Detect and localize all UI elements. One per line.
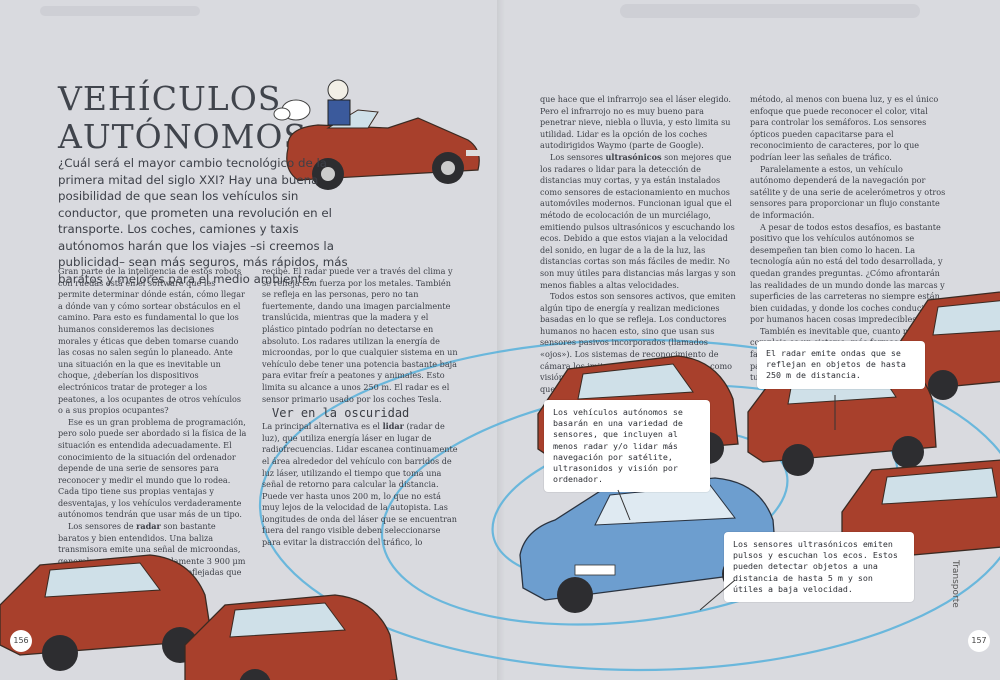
page-number-left: 156: [10, 630, 32, 652]
callout-ultrasonic: Los sensores ultrasónicos emiten pulsos …: [724, 532, 914, 603]
page-number-right: 157: [968, 630, 990, 652]
paragraph: método, al menos con buena luz, y es el …: [750, 94, 939, 162]
article-lead: ¿Cuál será el mayor cambio tecnológico d…: [58, 156, 348, 286]
convertible-car-illustration: [273, 79, 480, 190]
term-ultrasonic: ultrasónicos: [605, 151, 662, 162]
text-column-1: Gran parte de la inteligencia de estos r…: [58, 266, 248, 579]
paragraph: que hace que el infrarrojo sea el láser …: [540, 94, 731, 151]
section-subheading: Ver en la oscuridad: [272, 406, 410, 421]
text-column-4: método, al menos con buena luz, y es el …: [750, 94, 946, 384]
paragraph: Paralelamente a estos, un vehículo autón…: [750, 163, 946, 220]
article-title: VEHÍCULOS AUTÓNOMOS: [58, 79, 306, 156]
paragraph: La principal alternativa es el lidar (ra…: [262, 421, 458, 548]
section-label: Transporte: [950, 560, 960, 608]
callout-sensors: Los vehículos autónomos se basarán en un…: [544, 400, 710, 493]
paragraph: Los sensores ultrasónicos son mejores qu…: [540, 151, 736, 290]
title-line-1: VEHÍCULOS: [58, 79, 282, 118]
brush-stroke-decoration: [40, 6, 200, 16]
title-line-2: AUTÓNOMOS: [58, 117, 308, 156]
paragraph: Ese es un gran problema de programación,…: [58, 416, 247, 520]
term-radar: radar: [136, 521, 161, 532]
paragraph: recibe. El radar puede ver a través del …: [262, 266, 458, 404]
paragraph: Gran parte de la inteligencia de estos r…: [58, 266, 245, 416]
term-lidar: lidar: [382, 421, 404, 432]
brush-stroke-decoration: [620, 4, 920, 18]
paragraph: A pesar de todos estos desafíos, es bast…: [750, 221, 945, 325]
page-gutter: [497, 0, 505, 680]
red-car-illustration: [184, 594, 398, 680]
text-column-2: recibe. El radar puede ver a través del …: [262, 266, 458, 549]
red-car-illustration: [0, 554, 213, 671]
callout-radar: El radar emite ondas que se reflejan en …: [757, 341, 925, 389]
